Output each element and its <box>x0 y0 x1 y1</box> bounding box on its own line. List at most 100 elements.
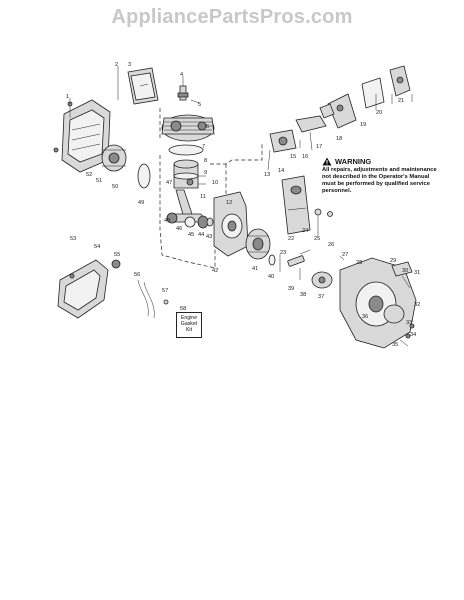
callout-14: 14 <box>278 168 284 174</box>
callout-39: 39 <box>288 286 294 292</box>
warning-title-text: WARNING <box>335 157 372 166</box>
callout-58: 58 <box>180 306 186 312</box>
callout-42: 42 <box>212 268 218 274</box>
carburetor <box>267 129 297 171</box>
callout-47: 47 <box>166 180 172 186</box>
callout-23: 23 <box>280 250 286 256</box>
callout-52: 52 <box>86 172 92 178</box>
flywheel <box>245 228 271 260</box>
fuel-tank-bracket <box>319 93 357 129</box>
bearings <box>184 215 214 229</box>
warning-body-text: All repairs, adjustments and maintenance… <box>322 167 437 194</box>
callout-6: 6 <box>206 124 209 130</box>
kit-line-gasket: Gasket <box>180 321 198 327</box>
callout-48: 48 <box>164 218 170 224</box>
filter-cover-right <box>389 65 411 97</box>
callout-33: 33 <box>406 320 412 326</box>
callout-32: 32 <box>414 302 420 308</box>
air-filter-element <box>361 77 385 109</box>
callout-2: 2 <box>115 62 118 68</box>
callout-54: 54 <box>94 244 100 250</box>
crankshaft <box>166 189 203 224</box>
callout-55: 55 <box>114 252 120 258</box>
callout-12: 12 <box>226 200 232 206</box>
primer-bulb <box>314 208 333 236</box>
callout-8: 8 <box>204 158 207 164</box>
callout-24: 24 <box>302 228 308 234</box>
cylinder-gasket <box>168 144 204 156</box>
callout-26: 26 <box>328 242 334 248</box>
callout-16: 16 <box>302 154 308 160</box>
warning-notice: WARNING All repairs, adjustments and mai… <box>322 157 442 195</box>
starter-handle <box>391 261 413 289</box>
callout-29: 29 <box>390 258 396 264</box>
callout-17: 17 <box>316 144 322 150</box>
callout-51: 51 <box>96 178 102 184</box>
callout-11: 11 <box>200 194 206 200</box>
callout-44: 44 <box>198 232 204 238</box>
piston-assembly <box>173 159 206 189</box>
callout-leaders <box>69 66 413 280</box>
callout-9: 9 <box>204 170 207 176</box>
callout-10: 10 <box>212 180 218 186</box>
callout-3: 3 <box>128 62 131 68</box>
warning-heading: WARNING <box>322 157 442 166</box>
engine-gasket-kit-box: Engine Gasket Kit <box>176 312 202 338</box>
callout-49: 49 <box>138 200 144 206</box>
callout-25: 25 <box>314 236 320 242</box>
engine-shroud <box>57 259 109 319</box>
starter-housing <box>339 257 417 349</box>
shroud-grommet <box>69 259 121 279</box>
callout-labels: 1 2 3 4 5 6 7 8 9 10 11 12 13 14 15 16 1… <box>66 62 420 348</box>
callout-38: 38 <box>300 292 306 298</box>
fuel-line <box>137 279 169 319</box>
callout-34: 34 <box>410 332 416 338</box>
callout-40: 40 <box>268 274 274 280</box>
callout-20: 20 <box>376 110 382 116</box>
callout-21: 21 <box>398 98 404 104</box>
watermark: AppliancePartsPros.com <box>111 6 353 28</box>
assembly-dashed-outline <box>159 108 263 269</box>
intake-gasket <box>137 163 151 189</box>
kit-line-engine: Engine <box>180 315 198 321</box>
callout-5: 5 <box>198 102 201 108</box>
callout-19: 19 <box>360 122 366 128</box>
callout-57: 57 <box>162 288 168 294</box>
callout-15: 15 <box>290 154 296 160</box>
cylinder <box>161 114 215 142</box>
starter-pawl <box>287 249 311 267</box>
callout-28: 28 <box>356 260 362 266</box>
callout-37: 37 <box>318 294 324 300</box>
callout-41: 41 <box>252 266 258 272</box>
callout-13: 13 <box>264 172 270 178</box>
air-filter-cover <box>127 67 159 105</box>
callout-43: 43 <box>206 234 212 240</box>
warning-triangle-icon <box>322 157 332 166</box>
callout-56: 56 <box>134 272 140 278</box>
housing-screws <box>399 323 415 347</box>
callout-31: 31 <box>414 270 420 276</box>
kit-line-kit: Kit <box>185 327 193 333</box>
callout-1: 1 <box>66 94 69 100</box>
callout-27: 27 <box>342 252 348 258</box>
callout-22: 22 <box>288 236 294 242</box>
callout-35: 35 <box>392 342 398 348</box>
fuel-tank <box>281 175 311 235</box>
spark-plug <box>177 76 200 104</box>
starter-pulley <box>311 271 333 289</box>
callout-50: 50 <box>112 184 118 190</box>
callout-7: 7 <box>202 144 205 150</box>
callout-4: 4 <box>180 72 183 78</box>
callout-18: 18 <box>336 136 342 142</box>
throttle-linkage <box>295 115 327 151</box>
callout-53: 53 <box>70 236 76 242</box>
starter-spring <box>268 254 276 266</box>
callout-46: 46 <box>176 226 182 232</box>
crankcase <box>213 191 249 257</box>
callout-45: 45 <box>188 232 194 238</box>
callout-30: 30 <box>402 268 408 274</box>
muffler <box>101 144 127 172</box>
callout-36: 36 <box>362 314 368 320</box>
